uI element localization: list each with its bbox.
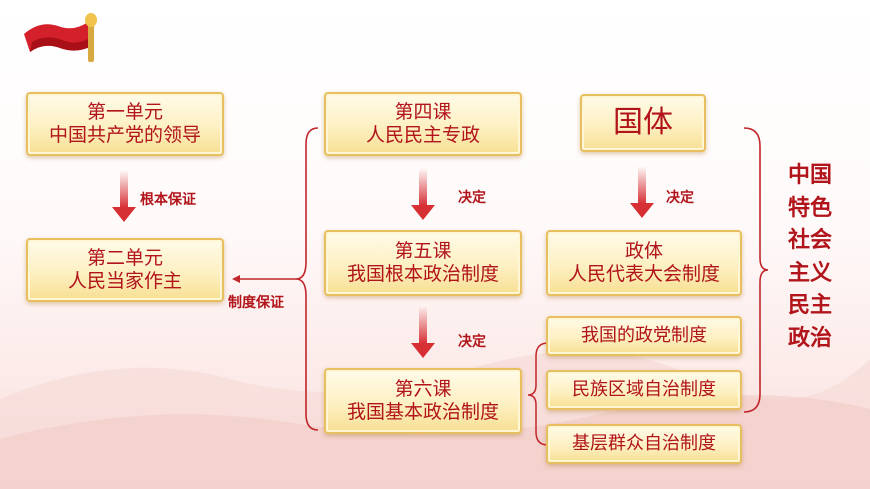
lesson5-box: 第五课 我国根本政治制度 — [324, 230, 522, 296]
ethnic-autonomy-text: 民族区域自治制度 — [572, 379, 716, 401]
down-arrow-unit1-unit2 — [112, 170, 136, 222]
down-arrow-guoti-zhengti — [630, 166, 654, 218]
unit2-box: 第二单元 人民当家作主 — [26, 238, 224, 302]
down-arrow-lesson4-lesson5 — [411, 168, 435, 220]
zhengti-box: 政体 人民代表大会制度 — [546, 230, 742, 296]
label-decide-3: 决定 — [666, 190, 694, 206]
guoti-box: 国体 — [580, 94, 706, 152]
party-system-text: 我国的政党制度 — [581, 325, 707, 347]
red-flag-torch-icon — [24, 13, 97, 62]
vertical-title-line: 主义 — [787, 260, 832, 286]
lesson6-line2: 我国基本政治制度 — [346, 401, 499, 423]
vertical-title: 中国 特色 社会 主义 民主 政治 — [780, 160, 840, 355]
ethnic-autonomy-box: 民族区域自治制度 — [546, 370, 742, 410]
lesson4-line1: 第四课 — [394, 100, 452, 123]
zhengti-line2: 人民代表大会制度 — [567, 263, 720, 285]
vertical-title-line: 政治 — [787, 325, 832, 351]
unit1-box: 第一单元 中国共产党的领导 — [26, 92, 224, 156]
label-decide-2: 决定 — [458, 334, 486, 350]
label-system-guarantee: 制度保证 — [228, 295, 284, 311]
unit2-line1: 第二单元 — [86, 246, 163, 269]
grassroots-autonomy-text: 基层群众自治制度 — [572, 433, 716, 455]
label-decide-1: 决定 — [458, 190, 486, 206]
unit2-line2: 人民当家作主 — [67, 270, 182, 292]
vertical-title-line: 中国 — [787, 163, 832, 188]
vertical-title-line: 社会 — [787, 228, 832, 253]
guoti-text: 国体 — [613, 104, 673, 140]
vertical-title-line: 民主 — [787, 293, 832, 318]
down-arrow-lesson5-lesson6 — [411, 306, 435, 358]
party-system-box: 我国的政党制度 — [546, 316, 742, 356]
unit1-line1: 第一单元 — [86, 100, 163, 123]
label-root-guarantee: 根本保证 — [140, 192, 196, 208]
lesson4-line2: 人民民主专政 — [365, 124, 480, 146]
vertical-title-line: 特色 — [787, 195, 832, 221]
lesson4-box: 第四课 人民民主专政 — [324, 92, 522, 156]
zhengti-line1: 政体 — [624, 239, 663, 262]
lesson5-line1: 第五课 — [394, 239, 452, 262]
grassroots-autonomy-box: 基层群众自治制度 — [546, 424, 742, 464]
lesson6-box: 第六课 我国基本政治制度 — [324, 368, 522, 434]
unit1-line2: 中国共产党的领导 — [48, 124, 201, 146]
lesson5-line2: 我国根本政治制度 — [346, 263, 499, 285]
lesson6-line1: 第六课 — [394, 377, 452, 400]
